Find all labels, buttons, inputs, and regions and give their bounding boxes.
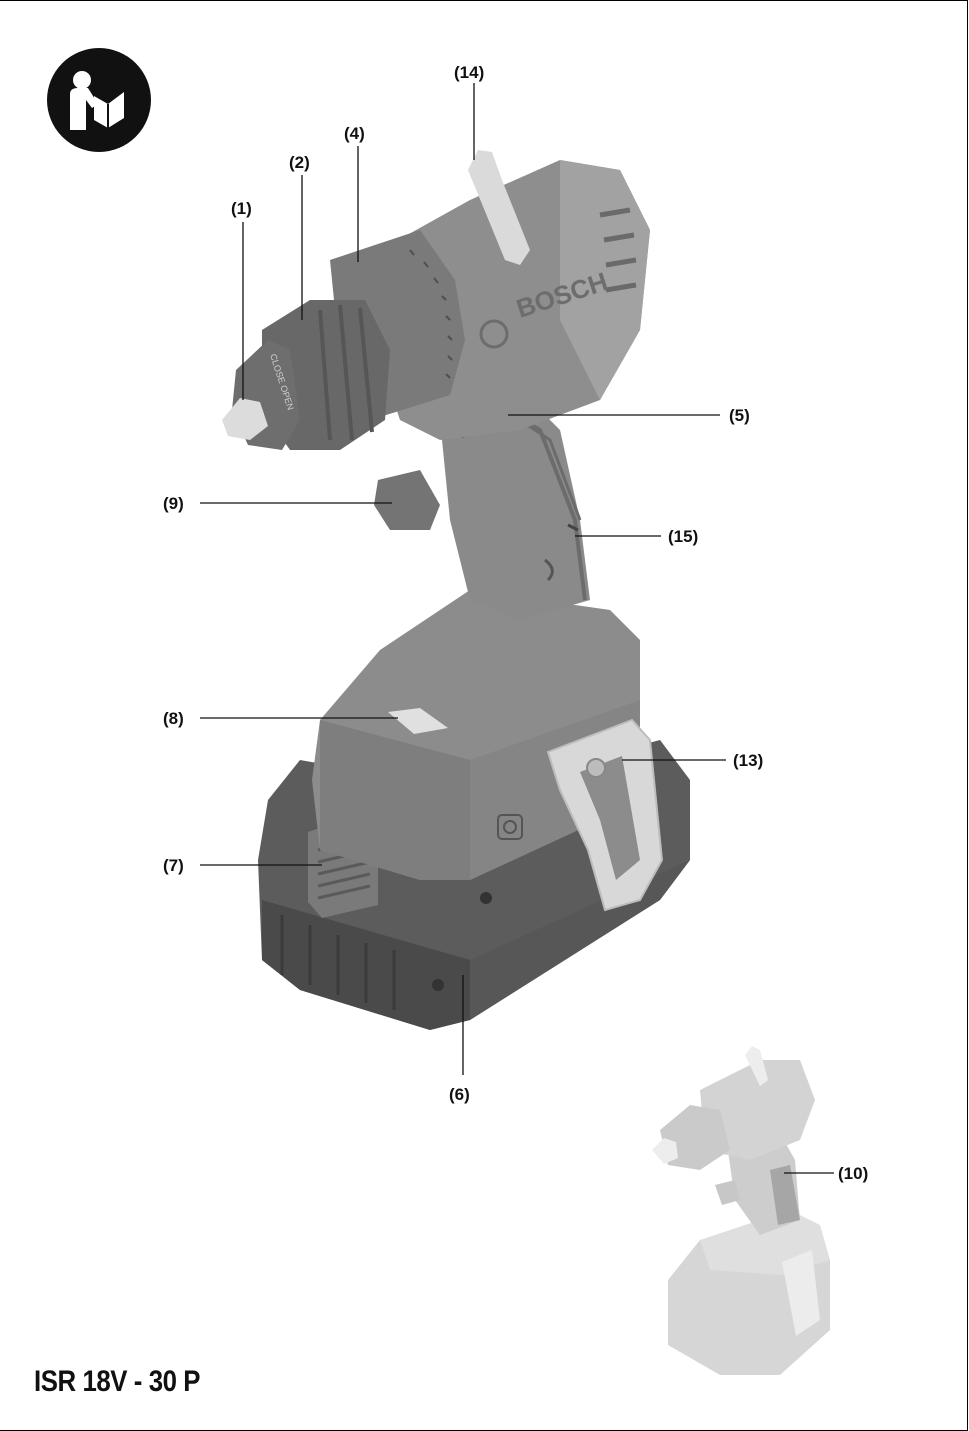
drill-main: BOSCH — [222, 150, 690, 1030]
callout-6: (6) — [449, 1085, 470, 1104]
model-title: ISR 18V - 30 P — [34, 1365, 201, 1398]
callout-8: (8) — [163, 709, 184, 728]
callout-9: (9) — [163, 494, 184, 513]
read-manual-icon — [47, 48, 151, 152]
callout-15: (15) — [668, 527, 698, 546]
callout-2: (2) — [289, 153, 310, 172]
callout-4: (4) — [344, 124, 365, 143]
callout-7: (7) — [163, 856, 184, 875]
belt-clip — [546, 718, 664, 912]
callout-13: (13) — [733, 751, 763, 770]
callout-5: (5) — [729, 406, 750, 425]
chuck-nose: CLOSE OPEN — [222, 340, 300, 450]
leader-lines — [200, 83, 834, 1174]
callout-14: (14) — [454, 63, 484, 82]
callout-10: (10) — [838, 1164, 868, 1183]
callout-1: (1) — [231, 199, 252, 218]
drill-secondary — [652, 1046, 830, 1375]
